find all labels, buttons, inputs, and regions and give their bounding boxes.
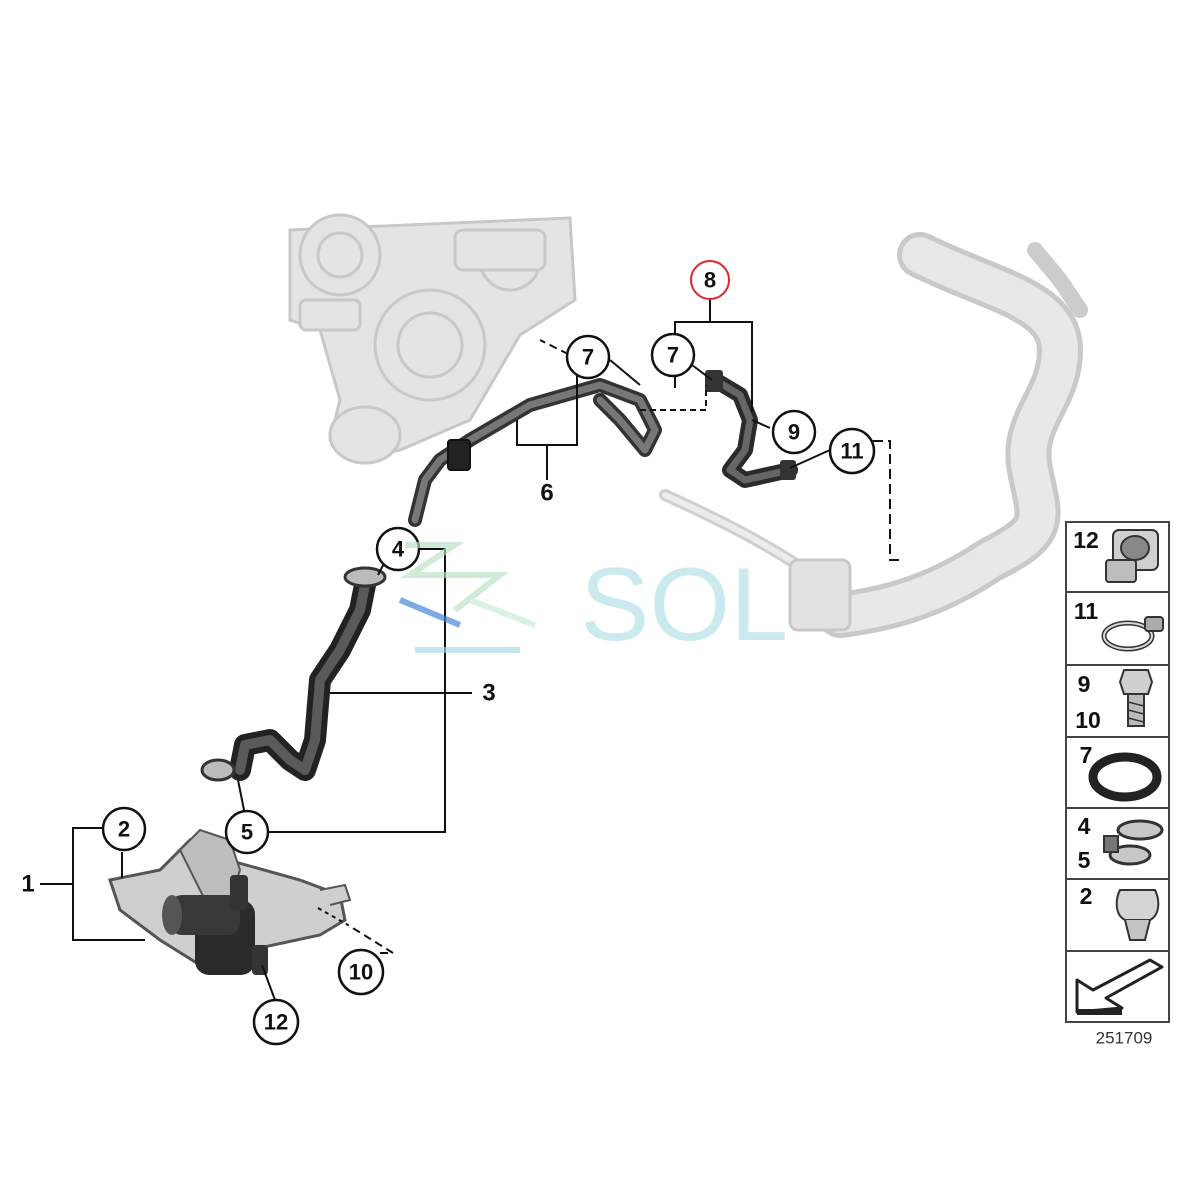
- svg-text:4: 4: [1078, 813, 1091, 839]
- svg-text:11: 11: [840, 439, 863, 464]
- callout-11: 11: [828, 427, 876, 475]
- svg-text:7: 7: [582, 345, 594, 370]
- svg-text:12: 12: [264, 1010, 288, 1035]
- callout-7b: 7: [650, 332, 696, 378]
- svg-text:12: 12: [1073, 527, 1099, 553]
- electric-water-pump: [108, 828, 352, 975]
- legend-panel: 12 11 9 10: [1065, 521, 1170, 1023]
- legend-row-9-10: 9 10: [1075, 669, 1154, 733]
- callout-4: 4: [375, 526, 421, 572]
- leader-lines: [40, 298, 900, 1001]
- callout-12: 12: [252, 998, 300, 1046]
- svg-text:11: 11: [1074, 598, 1099, 624]
- bolt-icon: [1118, 669, 1154, 727]
- hose-8: [705, 370, 798, 488]
- direction-arrow-icon: [1075, 958, 1164, 1015]
- coolant-pipe-ghost: [659, 232, 1088, 638]
- svg-text:5: 5: [241, 820, 253, 845]
- legend-row-12: 12: [1073, 527, 1159, 583]
- clip-icon: [1115, 889, 1160, 941]
- hose-3: [200, 566, 387, 782]
- legend-row-2: 2: [1080, 883, 1160, 941]
- turbocharger-ghost: [288, 213, 577, 465]
- svg-text:2: 2: [1080, 883, 1093, 909]
- legend-row-arrow: [1075, 958, 1164, 1015]
- sol-logo-icon: [398, 542, 537, 653]
- svg-text:8: 8: [704, 268, 716, 293]
- hose-6: [408, 378, 662, 527]
- svg-text:9: 9: [788, 420, 800, 445]
- callout-9: 9: [771, 409, 817, 455]
- hose-clamp-icon: [1101, 616, 1164, 652]
- o-ring-icon: [1088, 752, 1162, 802]
- svg-text:10: 10: [349, 960, 373, 985]
- label-3: 3: [482, 680, 495, 707]
- legend-row-7: 7: [1080, 742, 1162, 802]
- spring-clamp-icon: [1103, 819, 1164, 866]
- svg-text:10: 10: [1075, 707, 1101, 733]
- callout-10: 10: [337, 948, 385, 996]
- callout-2: 2: [101, 806, 147, 852]
- callout-8-highlighted: 8: [690, 260, 730, 300]
- diagram-code: 251709: [1096, 1029, 1153, 1048]
- svg-text:2: 2: [118, 817, 130, 842]
- svg-text:7: 7: [667, 343, 679, 368]
- callout-5: 5: [224, 809, 270, 855]
- hose-connector-icon: [1105, 529, 1159, 583]
- label-6: 6: [540, 480, 553, 507]
- svg-text:5: 5: [1078, 847, 1091, 873]
- svg-text:9: 9: [1078, 671, 1091, 697]
- legend-row-11: 11: [1074, 598, 1164, 652]
- legend-row-4-5: 4 5: [1078, 813, 1164, 873]
- callout-7a: 7: [565, 334, 611, 380]
- label-1: 1: [21, 871, 34, 898]
- svg-text:7: 7: [1080, 742, 1093, 768]
- sol-watermark: SOL: [580, 547, 788, 663]
- svg-text:4: 4: [392, 537, 405, 562]
